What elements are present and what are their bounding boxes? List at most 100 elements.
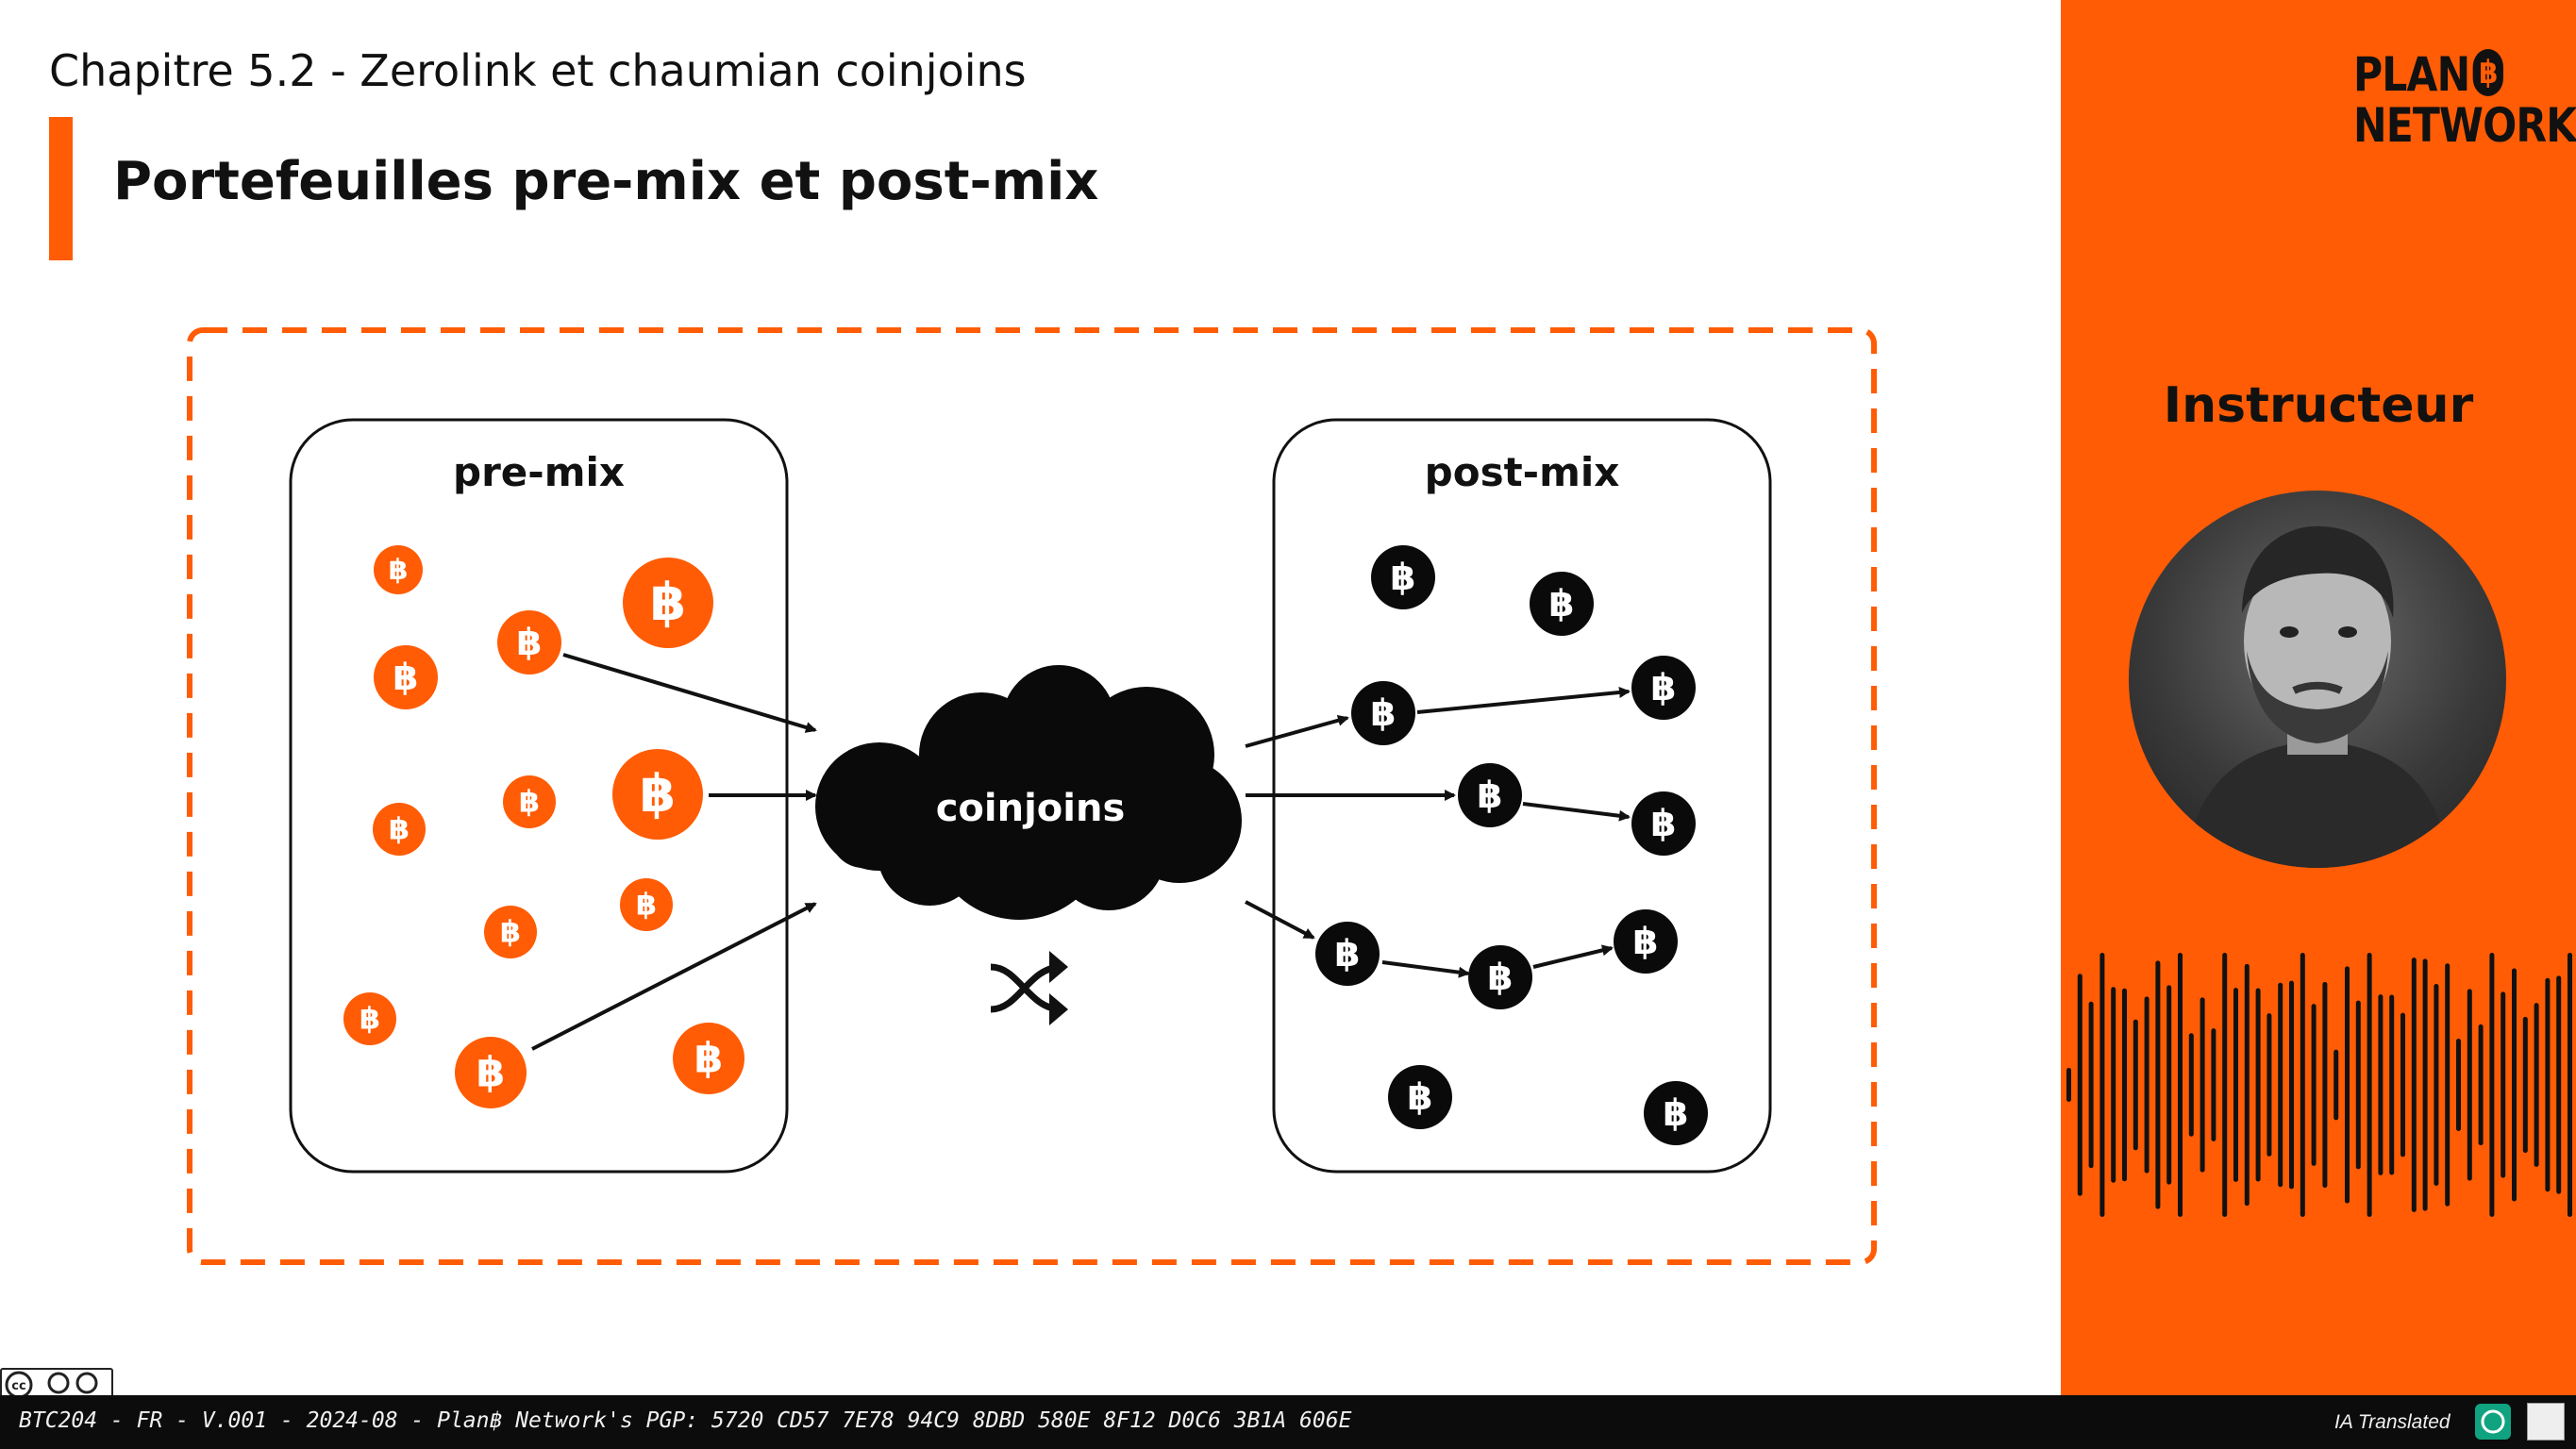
premix-bitcoin-coin-icon: ฿ — [455, 1037, 527, 1108]
waveform-bar — [2211, 1028, 2216, 1141]
arrow-postmix-1 — [1416, 687, 1631, 714]
waveform-bar — [2456, 1039, 2461, 1131]
premix-bitcoin-coin-icon: ฿ — [620, 878, 673, 931]
wallet-boundary — [187, 327, 1877, 1265]
svg-text:฿: ฿ — [1390, 557, 1415, 599]
waveform-bar — [2489, 953, 2495, 1217]
waveform-bar — [2345, 966, 2350, 1204]
svg-text:฿: ฿ — [389, 811, 410, 847]
arrow-postmix-3 — [1381, 960, 1470, 978]
waveform-bar — [2200, 997, 2205, 1173]
waveform-bar — [2278, 982, 2283, 1188]
arrow-postmix-4 — [1532, 944, 1614, 969]
waveform-bar — [2445, 963, 2451, 1207]
waveform-bar — [2545, 977, 2551, 1192]
postmix-bitcoin-coin-icon: ฿ — [1631, 656, 1696, 720]
postmix-bitcoin-coin-icon: ฿ — [1631, 791, 1696, 856]
footer-bar: BTC204 - FR - V.001 - 2024-08 - Plan฿ Ne… — [0, 1395, 2576, 1449]
waveform-bar — [2244, 963, 2250, 1207]
waveform-bar — [2422, 958, 2428, 1211]
premix-bitcoin-coin-icon: ฿ — [373, 803, 426, 856]
logo-bitcoin-icon: ฿ — [2472, 49, 2504, 96]
svg-text:฿: ฿ — [636, 887, 657, 923]
waveform-bar — [2233, 988, 2238, 1182]
arrow-postmix-2 — [1522, 802, 1631, 822]
postmix-bitcoin-coin-icon: ฿ — [1468, 945, 1532, 1009]
svg-text:฿: ฿ — [393, 657, 418, 699]
svg-text:฿: ฿ — [519, 784, 540, 820]
waveform-bar — [2512, 968, 2517, 1202]
svg-text:฿: ฿ — [360, 1001, 380, 1037]
premix-bitcoin-coin-icon: ฿ — [484, 906, 537, 958]
instructor-avatar — [2129, 491, 2506, 868]
postmix-label: post-mix — [1425, 449, 1620, 495]
waveform-bar — [2378, 994, 2384, 1175]
shuffle-icon — [990, 951, 1068, 1025]
svg-text:฿: ฿ — [1632, 921, 1658, 963]
waveform-bar — [2066, 1068, 2071, 1102]
waveform-bar — [2144, 996, 2149, 1174]
svg-text:฿: ฿ — [640, 763, 676, 824]
postmix-bitcoin-coin-icon: ฿ — [1388, 1065, 1452, 1129]
waveform-bar — [2255, 988, 2261, 1182]
ai-logo-icon — [2475, 1404, 2511, 1440]
postmix-bitcoin-coin-icon: ฿ — [1530, 572, 1594, 636]
waveform-bar — [2522, 1016, 2528, 1154]
svg-text:฿: ฿ — [1487, 957, 1513, 999]
postmix-bitcoin-coin-icon: ฿ — [1614, 909, 1678, 974]
premix-bitcoin-coin-icon: ฿ — [497, 610, 561, 675]
svg-text:฿: ฿ — [1407, 1076, 1432, 1119]
footer-text: BTC204 - FR - V.001 - 2024-08 - Plan฿ Ne… — [19, 1408, 1352, 1433]
svg-text:cc: cc — [11, 1379, 25, 1393]
waveform-bar — [2099, 953, 2105, 1217]
postmix-bitcoin-coin-icon: ฿ — [1458, 763, 1522, 827]
postmix-bitcoin-coin-icon: ฿ — [1371, 545, 1435, 609]
premix-bitcoin-coin-icon: ฿ — [623, 558, 713, 648]
waveform-bar — [2188, 1033, 2194, 1137]
waveform-bar — [2400, 1012, 2405, 1158]
waveform-bar — [2389, 994, 2395, 1175]
svg-text:฿: ฿ — [500, 914, 521, 950]
svg-text:฿: ฿ — [1650, 667, 1676, 709]
waveform-bar — [2077, 974, 2083, 1196]
postmix-bitcoin-coin-icon: ฿ — [1644, 1081, 1708, 1145]
arrow-premix-to-cloud-1 — [562, 653, 817, 733]
arrow-premix-to-cloud-3 — [531, 902, 817, 1051]
premix-bitcoin-coin-icon: ฿ — [612, 749, 703, 840]
waveform-bar — [2478, 1024, 2484, 1146]
svg-text:฿: ฿ — [1548, 583, 1574, 625]
svg-text:฿: ฿ — [516, 622, 542, 664]
chapter-title: Chapitre 5.2 - Zerolink et chaumian coin… — [49, 45, 1027, 96]
waveform-bar — [2355, 1000, 2361, 1170]
waveform-bar — [2166, 985, 2172, 1185]
waveform-bar — [2267, 1013, 2272, 1157]
waveform-bar — [2501, 991, 2506, 1178]
translator-logo-icon — [2527, 1403, 2565, 1441]
postmix-bitcoin-coin-icon: ฿ — [1351, 681, 1415, 745]
svg-text:฿: ฿ — [1663, 1092, 1688, 1135]
waveform-bar — [2434, 983, 2439, 1187]
title-accent-bar — [49, 117, 73, 260]
postmix-bitcoin-coin-icon: ฿ — [1315, 922, 1380, 986]
waveform-bar — [2178, 953, 2183, 1217]
waveform-bar — [2534, 1003, 2539, 1167]
coinjoin-cloud — [815, 665, 1242, 920]
waveform-bar — [2367, 953, 2372, 1217]
svg-text:฿: ฿ — [389, 554, 409, 587]
waveform-bar — [2088, 1001, 2094, 1169]
waveform-bar — [2311, 1004, 2317, 1166]
waveform-bar — [2155, 960, 2161, 1209]
waveform-bar — [2300, 953, 2305, 1217]
cloud-label: coinjoins — [936, 787, 1126, 830]
waveform-bar — [2568, 953, 2572, 1217]
waveform-bar — [2556, 975, 2562, 1194]
audio-waveform — [2066, 953, 2572, 1217]
premix-bitcoin-coin-icon: ฿ — [374, 545, 423, 594]
ia-translated-label: IA Translated — [2334, 1411, 2451, 1433]
waveform-bar — [2122, 988, 2127, 1182]
coinjoin-diagram: pre-mix post-mix ฿฿฿฿฿฿฿฿฿฿฿฿ ฿฿฿฿฿฿฿฿฿฿… — [187, 327, 1877, 1265]
waveform-bar — [2289, 980, 2294, 1190]
svg-text:฿: ฿ — [694, 1034, 724, 1082]
premix-bitcoin-coin-icon: ฿ — [503, 775, 556, 828]
premix-bitcoin-coin-icon: ฿ — [673, 1023, 744, 1094]
